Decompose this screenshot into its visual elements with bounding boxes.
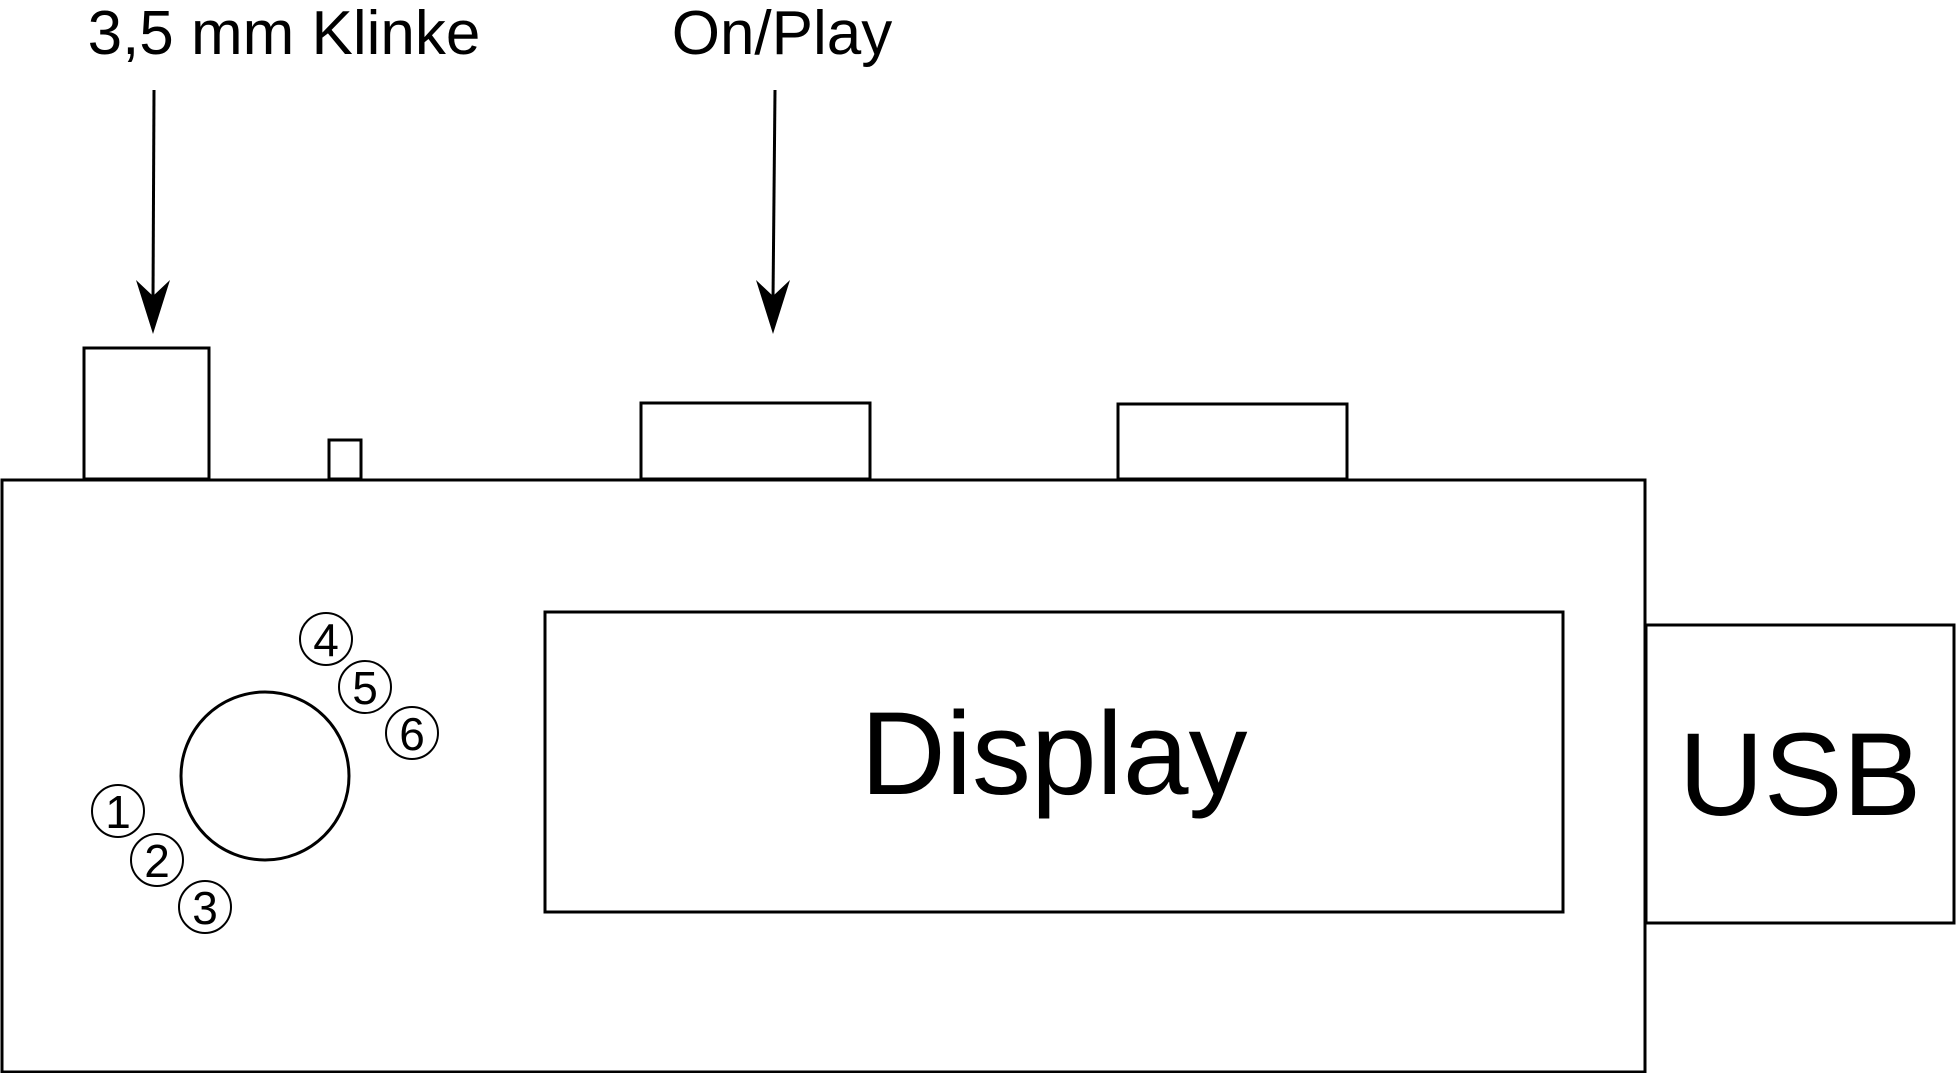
- headphone-jack: [82, 346, 211, 481]
- marker-3-text: 3: [192, 882, 218, 934]
- jack-arrow: [136, 89, 170, 334]
- round-control: [179, 690, 351, 862]
- marker-5: 5: [338, 660, 392, 714]
- on-play-button: [639, 401, 872, 481]
- marker-3: 3: [178, 880, 232, 934]
- device-body: [0, 478, 1647, 1073]
- small-switch: [327, 438, 363, 481]
- marker-1-text: 1: [105, 786, 131, 838]
- display-window: [543, 610, 1565, 914]
- marker-2: 2: [130, 833, 184, 887]
- marker-1: 1: [91, 784, 145, 838]
- marker-2-text: 2: [144, 835, 170, 887]
- display-label: Display: [861, 688, 1248, 820]
- marker-4: 4: [299, 612, 353, 666]
- marker-4-text: 4: [313, 614, 339, 666]
- usb-label: USB: [1679, 709, 1922, 841]
- on-play-label: On/Play: [672, 0, 893, 68]
- on-play-arrow: [756, 89, 790, 334]
- usb-connector: [1644, 623, 1956, 925]
- marker-5-text: 5: [352, 662, 378, 714]
- marker-6: 6: [385, 706, 439, 760]
- jack-label: 3,5 mm Klinke: [88, 0, 481, 68]
- top-button-right: [1116, 402, 1349, 481]
- marker-6-text: 6: [399, 708, 425, 760]
